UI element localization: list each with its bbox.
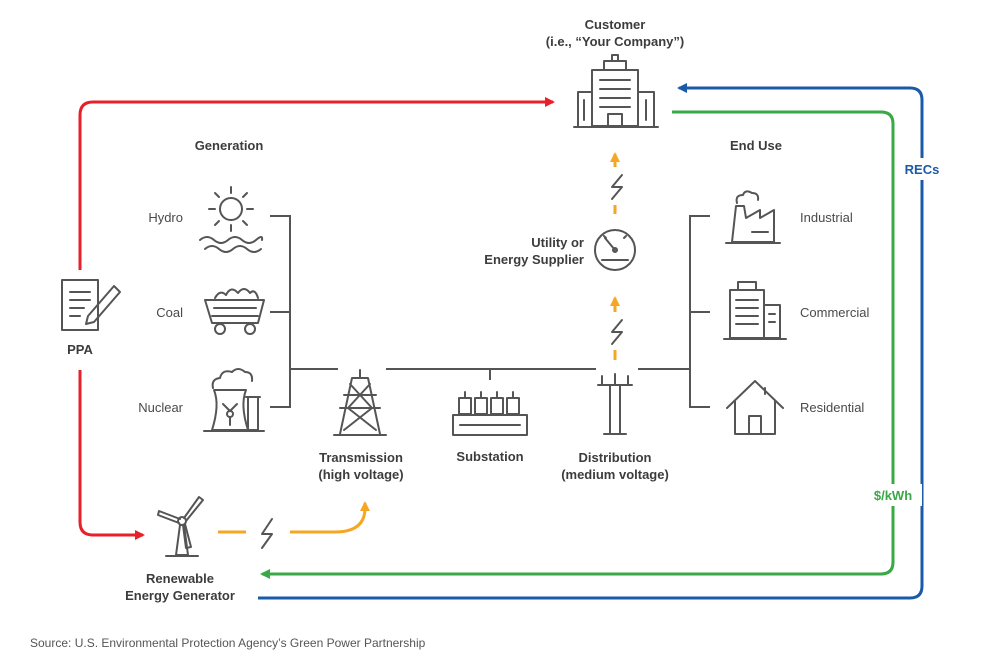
transmission-label: Transmission (high voltage)	[318, 449, 403, 483]
ppa-to-generator-arrow	[78, 370, 145, 540]
distribution-to-utility-flow	[610, 296, 623, 360]
payment-label: $/kWh	[873, 488, 913, 503]
building-icon	[573, 54, 659, 128]
customer-subtitle: (i.e., “Your Company”)	[545, 34, 685, 49]
distribution-label-line2: (medium voltage)	[561, 467, 669, 482]
grid-connectors	[270, 215, 710, 408]
customer-label: Customer (i.e., “Your Company”)	[546, 16, 684, 50]
distribution-label-line1: Distribution	[578, 450, 652, 465]
end-use-title: End Use	[729, 138, 783, 153]
transmission-tower-icon	[333, 369, 387, 436]
distribution-label: Distribution (medium voltage)	[561, 449, 669, 483]
customer-title: Customer	[584, 17, 646, 32]
substation-icon	[452, 391, 528, 436]
generation-label-hydro: Hydro	[148, 210, 183, 225]
factory-icon	[725, 190, 781, 244]
coal-cart-icon	[204, 288, 265, 335]
recs-flow-arrow	[258, 83, 924, 600]
utility-label-line2: Energy Supplier	[484, 252, 584, 267]
source-note: Source: U.S. Environmental Protection Ag…	[30, 636, 426, 650]
lightning-icon	[611, 174, 623, 200]
sun-water-icon	[199, 186, 264, 253]
utility-to-customer-flow	[610, 152, 623, 214]
ppa-to-customer-arrow	[78, 97, 555, 270]
meter-icon	[594, 229, 636, 271]
transmission-label-line2: (high voltage)	[318, 467, 404, 482]
wind-turbine-icon	[157, 496, 204, 557]
nuclear-plant-icon	[203, 368, 265, 432]
house-icon	[726, 380, 784, 435]
transmission-label-line1: Transmission	[319, 450, 403, 465]
end-use-label-industrial: Industrial	[800, 210, 853, 225]
renewable-to-grid-flow	[218, 501, 370, 549]
recs-label: RECs	[904, 162, 940, 177]
lightning-icon	[611, 319, 623, 345]
utility-label-line1: Utility or	[531, 235, 584, 250]
utility-label: Utility or Energy Supplier	[484, 234, 584, 268]
lightning-icon	[261, 518, 273, 549]
generation-label-nuclear: Nuclear	[138, 400, 183, 415]
end-use-label-residential: Residential	[800, 400, 865, 415]
generation-title: Generation	[194, 138, 264, 153]
ppa-label: PPA	[67, 342, 93, 357]
document-pen-icon	[61, 279, 121, 331]
substation-label: Substation	[456, 449, 524, 464]
renewable-label-line2: Energy Generator	[125, 588, 235, 603]
generation-label-coal: Coal	[156, 305, 183, 320]
payment-flow-arrow	[260, 110, 895, 579]
office-tower-icon	[723, 281, 787, 340]
distribution-pole-icon	[597, 373, 633, 435]
renewable-label-line1: Renewable	[146, 571, 214, 586]
end-use-label-commercial: Commercial	[800, 305, 870, 320]
renewable-generator-label: Renewable Energy Generator	[125, 570, 235, 604]
